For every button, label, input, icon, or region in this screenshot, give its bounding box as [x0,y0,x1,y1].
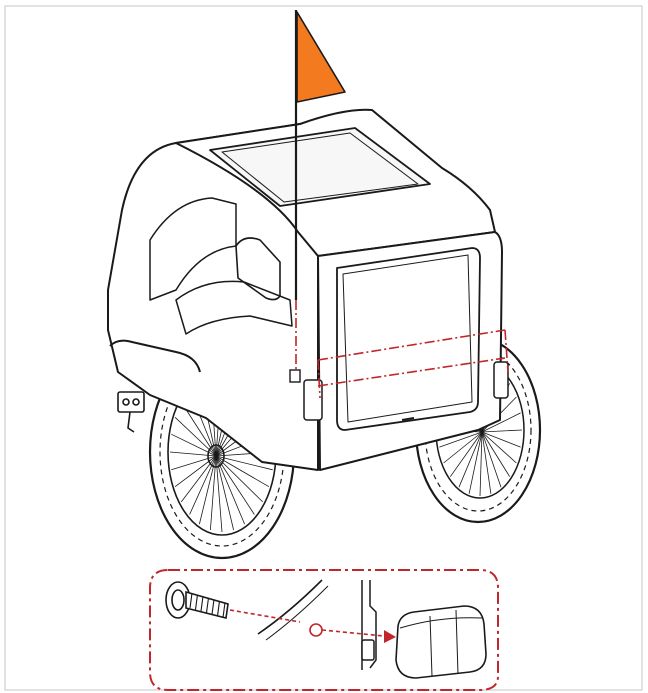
spoke [210,455,217,531]
cap-insertion-path [321,629,385,637]
door-handle [401,417,415,421]
safety-flag-assembly [294,10,346,300]
spoke [458,431,483,488]
guide-line-upper [317,329,506,361]
thread [205,597,210,613]
right-rear-bracket [493,361,509,399]
bracket-clip [361,639,375,661]
arrow-head [384,630,396,643]
spoke [481,429,523,433]
spoke [215,455,270,488]
spoke [169,451,217,457]
callout-border [149,569,499,691]
spoke [171,433,217,457]
thread [216,600,221,617]
spoke [174,417,217,457]
washer [309,623,323,637]
side-panel [107,123,331,471]
mounting-bracket [361,580,377,670]
hitch-plate [117,391,145,413]
spoke [215,455,263,503]
side-scallop-lower [175,280,293,335]
bolt [165,581,229,619]
guide-line-lower [317,357,506,387]
installation-guides [295,300,509,399]
hardware-detail-callout [149,569,499,691]
guide-line-right-drop [504,329,509,373]
thread [211,599,215,615]
spoke [215,455,234,531]
spoke [199,455,217,525]
front-hub [207,444,225,468]
rear-door-inner [342,254,473,423]
spoke [180,455,217,503]
spoke [481,431,517,464]
hitch-bolt [122,398,130,406]
side-scallop-upper [149,197,237,301]
bolt-insertion-path [229,609,301,623]
frame-tube [109,339,201,373]
pole-section-edge [265,585,329,641]
spoke [174,455,217,488]
spoke [481,431,502,488]
spoke [215,455,273,471]
spoke [481,431,521,448]
thread [189,592,193,609]
thread [194,594,199,610]
hitch-pin [127,411,135,433]
end-cap [395,605,487,679]
roof-window-inner [221,132,419,203]
spoke [468,431,483,494]
spoke [215,455,223,533]
flag-mount-socket [289,369,301,383]
spoke [481,431,511,477]
spoke [215,455,255,515]
spoke [449,431,483,477]
safety-flag [296,11,346,103]
spoke [481,412,521,433]
thread [200,596,204,612]
bolt-head-inner [171,589,185,611]
cap-body [395,605,487,679]
hitch-bolt [132,398,140,406]
trailer-body [107,108,509,471]
spoke [481,431,492,494]
hitch-bracket [117,391,145,433]
left-rear-bracket [303,379,323,421]
guide-line-left-drop [317,359,321,399]
bolt-threads [189,592,226,618]
spoke [171,455,217,471]
cap-seam [455,609,459,675]
rear-door [336,247,481,431]
thread [222,602,226,618]
cap-seam [429,615,433,677]
page-frame [4,5,643,691]
spoke [439,431,483,448]
spoke [443,431,483,464]
spoke [479,431,483,497]
cap-top-edge [399,617,483,629]
spoke [189,455,217,515]
spoke [215,455,245,525]
pole-section [257,579,323,635]
